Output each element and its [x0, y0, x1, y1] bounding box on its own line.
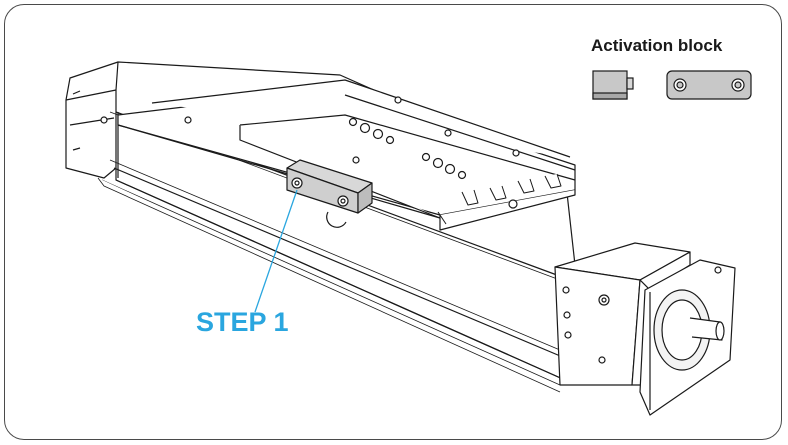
- activation-block-mounted: [286, 159, 373, 228]
- carriage-holes: [100, 96, 520, 209]
- step-leader-line: [254, 189, 298, 313]
- activation-block-front-view: [666, 70, 752, 100]
- carriage-slots: [437, 173, 562, 225]
- left-end-cap: [65, 61, 126, 179]
- motor-flange: [639, 259, 736, 416]
- inset-title: Activation block: [591, 36, 723, 55]
- end-screws: [562, 266, 722, 364]
- figure-frame: [4, 4, 782, 440]
- activation-block-side-view: [592, 70, 634, 100]
- step-label: STEP 1: [196, 307, 289, 337]
- activation-block-inset: [592, 70, 752, 100]
- carriage: [117, 79, 576, 231]
